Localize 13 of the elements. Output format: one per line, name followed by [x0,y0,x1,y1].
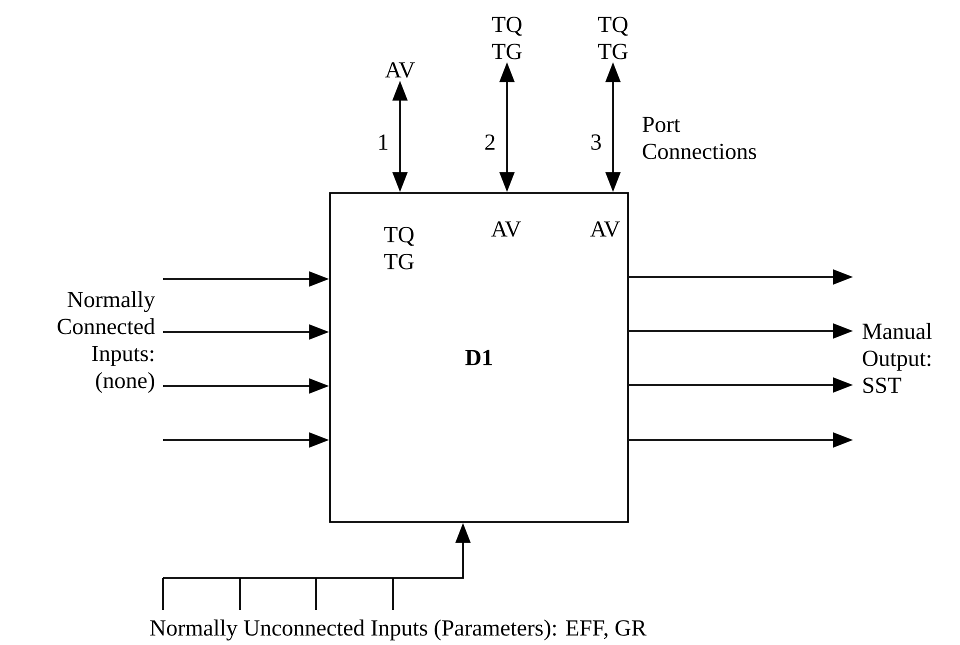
inputs-label: Normally Connected Inputs: (none) [58,291,156,393]
port-variable-text: AV [491,221,521,237]
port-variable-text: AV [385,62,415,78]
port-connections-label: Port Connections [642,116,756,160]
output-label: Manual Output: SST [862,322,932,394]
port-variable-text: TQ TG [492,16,522,60]
edge-label: 3 [591,134,601,150]
edge-label: 1 [379,134,388,150]
edge-label: 2 [485,134,494,150]
port-variable-text: TQ TG [384,226,414,270]
port-variable-text: TQ TG [598,16,628,60]
parameters-label: Normally Unconnected Inputs (Parameters): EFF, GR [150,620,646,640]
port-variable-text: AV [590,221,620,237]
